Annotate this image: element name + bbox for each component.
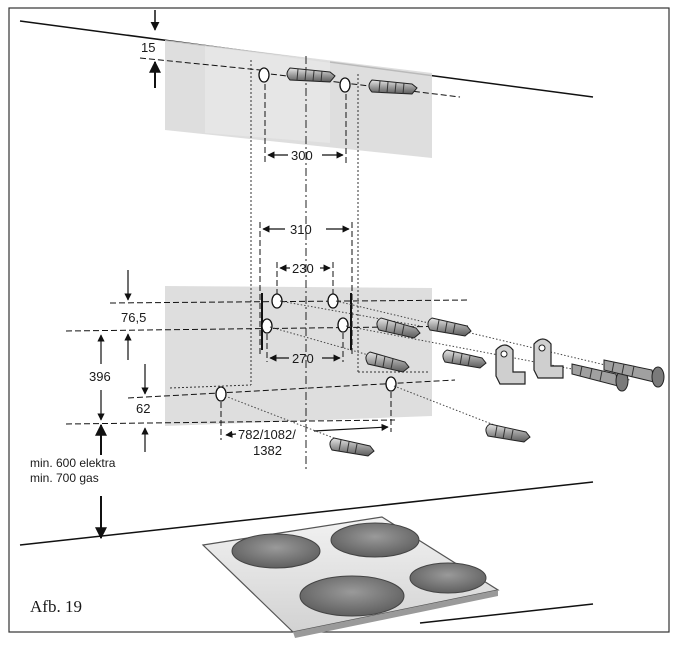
label-bottom-offset: 62 [136,401,150,416]
label-upper-spacing: 300 [291,148,313,163]
label-top-offset: 15 [141,40,155,55]
label-lower-spacing: 270 [292,351,314,366]
wall-plug-icon [376,317,421,339]
lower-mounting-area [165,286,432,426]
bracket-hole-bottom-left [261,318,273,334]
mounting-bracket-icon [533,338,564,379]
label-bracket-outer: 310 [290,222,312,237]
wall-plug-icon [365,351,410,373]
chimney-width-dimension [220,392,392,440]
bracket-hole-top-left [271,293,283,309]
top-offset-dimension [139,10,261,88]
lower-hole-right [385,376,397,392]
screw-icon [603,359,665,388]
label-chimney-widths-2: 1382 [253,443,282,458]
upper-row-line [261,72,461,98]
wall-plug-icon [427,317,472,337]
label-min-gas: min. 700 gas [30,471,99,485]
hob-icon [201,516,500,638]
wall-plug-icon [329,437,375,457]
label-bracket-vertical: 76,5 [121,310,146,325]
bracket-hole-top-right [327,293,339,309]
upper-mounting-area-light [205,46,330,143]
screw-icon [571,363,629,392]
wall-plug-icon [286,67,336,83]
lower-hole-left [215,386,227,402]
lower-spacing-dimension [266,333,344,362]
wall-plug-icon [442,349,487,369]
label-min-electric: min. 600 elektra [30,456,116,470]
wall-plug-icon [485,423,531,443]
figure-caption: Afb. 19 [30,597,82,616]
worktop-front-line [419,603,594,624]
bracket-hole-bottom-right [337,317,349,333]
wall-plug-icon [368,79,418,95]
upper-hole-right [339,77,351,93]
bracket-row-top-line [109,299,471,304]
label-bracket-inner: 230 [292,261,314,276]
figure-frame [8,7,670,633]
lower-row-top-line [127,379,456,399]
worktop-back-line [19,481,594,546]
lower-row-bottom-line [65,419,396,425]
upper-hole-left [258,67,270,83]
chimney-outline [169,60,430,389]
label-row-distance: 396 [89,369,111,384]
upper-spacing-dimension [264,84,347,166]
mounting-bracket-icon [495,344,526,385]
label-chimney-widths-1: 782/1082/ [238,427,296,442]
